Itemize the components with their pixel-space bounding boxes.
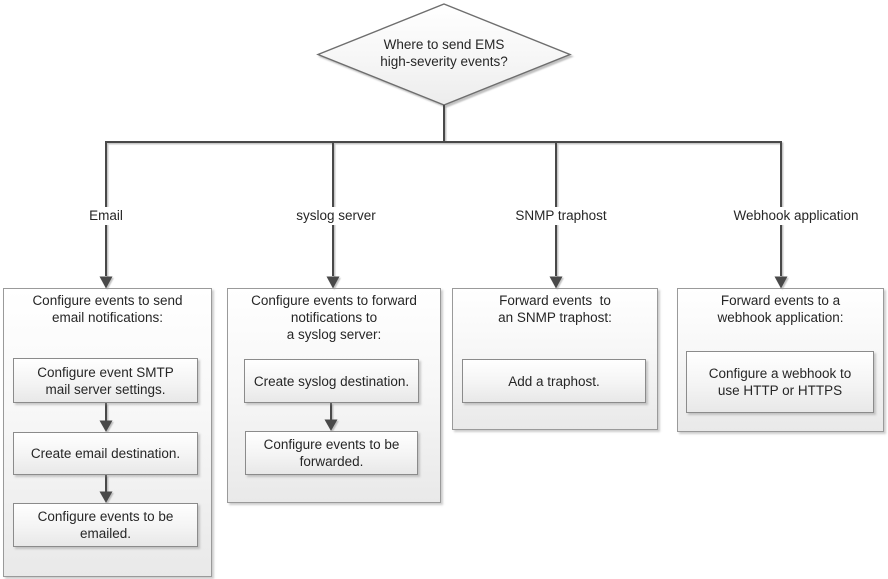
step-box-email-destination: Create email destination. [13,432,198,475]
step-box-syslog-destination: Create syslog destination. [244,359,419,403]
branch-label-email: Email [46,207,166,225]
tree-connectors [99,105,788,289]
step-box-email-events: Configure events to be emailed. [13,503,198,547]
step-box-webhook-configure: Configure a webhook to use HTTP or HTTPS [686,351,874,413]
step-label: Add a traphost. [508,373,600,389]
step-box-email-smtp: Configure event SMTP mail server setting… [13,358,198,403]
step-label: Configure events to be forwarded. [263,437,400,469]
step-label: Configure event SMTP mail server setting… [37,364,174,397]
decision-label: Where to send EMS high-severity events? [380,37,508,69]
step-label: Configure a webhook to use HTTP or HTTPS [708,366,852,398]
step-label: Configure events to be emailed. [37,509,174,541]
branch-title-syslog: Configure events to forward notification… [251,293,417,342]
branch-label-webhook: Webhook application [696,207,888,225]
step-label: Create email destination. [30,446,181,461]
branch-label-snmp: SNMP traphost [481,207,641,225]
branch-label-syslog: syslog server [256,207,416,225]
branch-title-email: Configure events to send email notificat… [32,293,183,325]
step-box-snmp-traphost: Add a traphost. [462,359,646,403]
branch-title-snmp: Forward events to an SNMP traphost: [498,293,612,325]
branch-title-webhook: Forward events to a webhook application: [717,293,844,325]
step-label: Create syslog destination. [253,373,410,389]
step-box-syslog-forwarded: Configure events to be forwarded. [245,431,418,475]
